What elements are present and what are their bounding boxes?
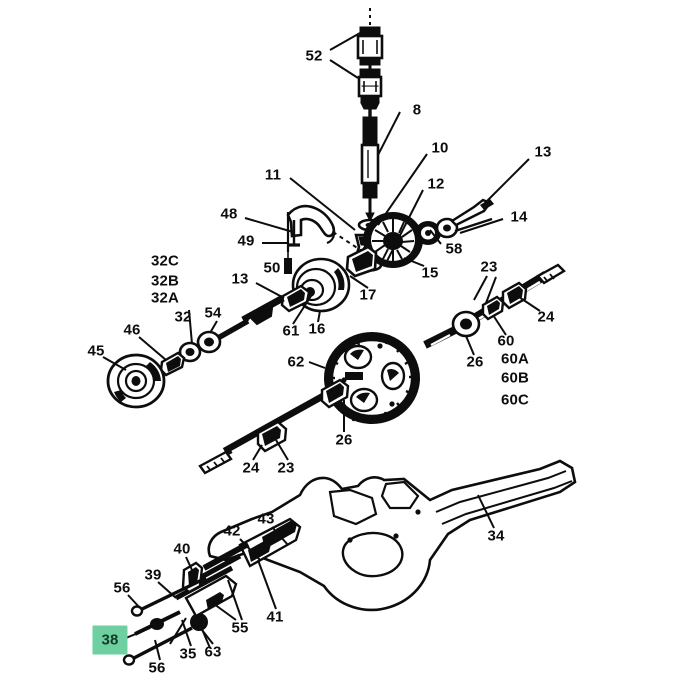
callout-55: 55 bbox=[231, 619, 249, 637]
callout-14: 14 bbox=[510, 208, 528, 226]
collar-26-left bbox=[320, 378, 350, 409]
nut-54 bbox=[196, 330, 222, 354]
callout-60: 60 bbox=[497, 332, 515, 350]
collar-23-left bbox=[256, 420, 288, 453]
callout-63: 63 bbox=[204, 643, 222, 661]
bushing-52-upper bbox=[356, 26, 384, 66]
callout-17: 17 bbox=[359, 286, 377, 304]
shifter-fork-48 bbox=[286, 204, 336, 247]
callout-61: 61 bbox=[282, 322, 300, 340]
transaxle-housing-34 bbox=[207, 459, 577, 612]
callout-60c: 60C bbox=[500, 391, 530, 409]
gear-58 bbox=[415, 221, 441, 245]
callout-62: 62 bbox=[287, 353, 305, 371]
callout-13: 13 bbox=[231, 270, 249, 288]
hub-16 bbox=[291, 257, 351, 313]
callout-56: 56 bbox=[148, 659, 166, 677]
rod-56-lower bbox=[122, 626, 193, 666]
callout-32b: 32B bbox=[150, 272, 180, 290]
left-shaft-assembly bbox=[106, 257, 351, 409]
callout-56: 56 bbox=[113, 579, 131, 597]
callout-16: 16 bbox=[308, 320, 326, 338]
callout-40: 40 bbox=[173, 540, 191, 558]
callout-23: 23 bbox=[277, 459, 295, 477]
callout-60a: 60A bbox=[500, 350, 530, 368]
callout-34: 34 bbox=[487, 527, 505, 545]
bracket-40 bbox=[181, 561, 204, 594]
callout-13: 13 bbox=[534, 143, 552, 161]
callout-49: 49 bbox=[237, 232, 255, 250]
nut-32 bbox=[178, 341, 202, 363]
right-axle-assembly bbox=[423, 263, 566, 349]
callout-46: 46 bbox=[123, 321, 141, 339]
callout-26: 26 bbox=[466, 353, 484, 371]
pulley-45 bbox=[106, 353, 166, 409]
main-gear-62 bbox=[324, 332, 420, 424]
callout-48: 48 bbox=[220, 205, 238, 223]
callout-15: 15 bbox=[421, 264, 439, 282]
callout-35: 35 bbox=[179, 645, 197, 663]
callout-45: 45 bbox=[87, 342, 105, 360]
callout-58: 58 bbox=[445, 240, 463, 258]
shift-rod-13-upper bbox=[435, 198, 494, 239]
callout-41: 41 bbox=[266, 608, 284, 626]
callout-12: 12 bbox=[427, 175, 445, 193]
callout-10: 10 bbox=[431, 139, 449, 157]
callout-42: 42 bbox=[223, 522, 241, 540]
callout-54: 54 bbox=[204, 304, 222, 322]
callout-24: 24 bbox=[537, 308, 555, 326]
collar-60-group bbox=[481, 295, 505, 321]
callout-39: 39 bbox=[144, 566, 162, 584]
left-axle-assembly bbox=[198, 378, 350, 475]
bushing-52-lower bbox=[357, 68, 383, 110]
callout-32a: 32A bbox=[150, 289, 180, 307]
splined-end-right bbox=[536, 263, 566, 285]
callout-50: 50 bbox=[263, 259, 281, 277]
callout-24: 24 bbox=[242, 459, 260, 477]
callout-43: 43 bbox=[257, 510, 275, 528]
callout-11: 11 bbox=[264, 166, 282, 184]
callout-38[interactable]: 38 bbox=[92, 625, 128, 655]
callout-52: 52 bbox=[305, 47, 323, 65]
callout-8: 8 bbox=[412, 101, 422, 119]
callout-32c: 32C bbox=[150, 252, 180, 270]
callout-23: 23 bbox=[480, 258, 498, 276]
callout-60b: 60B bbox=[500, 369, 530, 387]
callout-32: 32 bbox=[174, 308, 192, 326]
bearing-26-right bbox=[451, 310, 481, 338]
shift-linkage-assembly bbox=[122, 517, 302, 666]
callout-26: 26 bbox=[335, 431, 353, 449]
leader-lines bbox=[102, 32, 541, 661]
input-shaft-8 bbox=[360, 85, 380, 223]
splined-end-left bbox=[198, 450, 233, 475]
